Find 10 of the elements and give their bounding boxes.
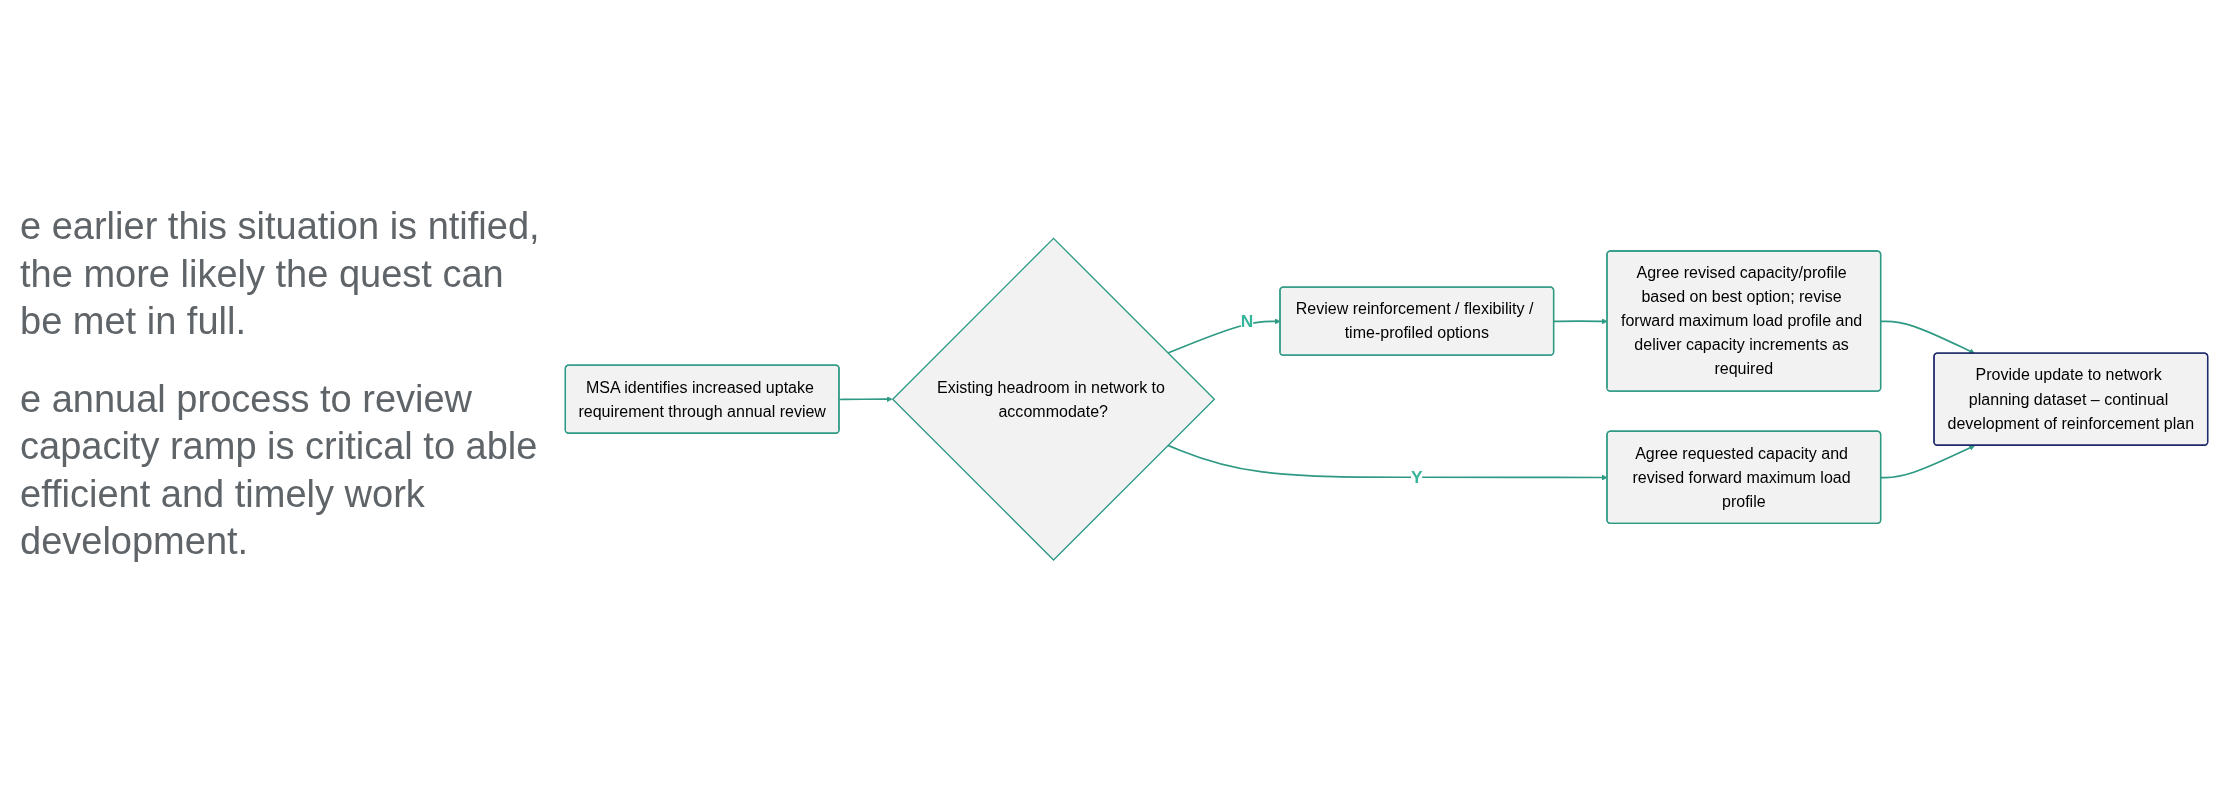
arrow [838, 396, 893, 403]
arrow [1553, 318, 1608, 325]
arrow [1167, 444, 1608, 481]
note-text: e annual process to review capacity ramp is critical to able efficient and timely work development. [20, 376, 539, 565]
edge-label: Y [1411, 467, 1423, 488]
edge-label: N [1240, 311, 1254, 332]
arrow [1880, 445, 1975, 479]
node-diamond: Existing headroom in network to accommodate? [891, 237, 1216, 562]
arrow [1880, 320, 1975, 355]
note-text: e earlier this situation is ntified, the more likely the quest can be met in full. [20, 204, 540, 345]
